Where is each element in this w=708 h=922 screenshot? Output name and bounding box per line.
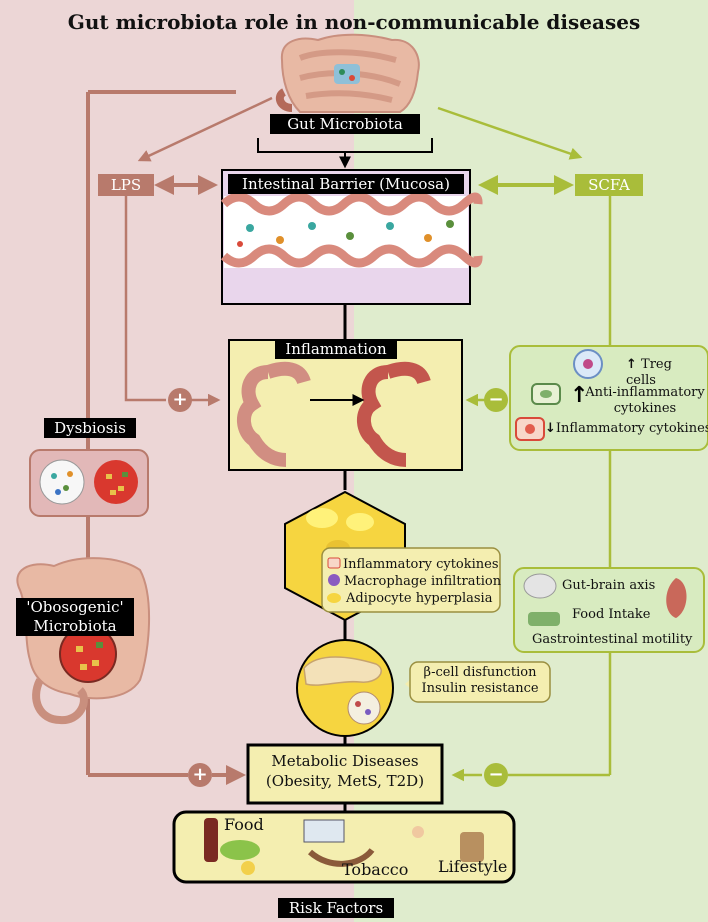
food-intake-text: Food Intake xyxy=(572,607,651,622)
minus-glyph-metabolic: − xyxy=(488,764,504,785)
dysbiosis-label: Dysbiosis xyxy=(44,418,136,438)
metabolic-diseases-label: Metabolic Diseases (Obesity, MetS, T2D) xyxy=(250,751,440,791)
pancreas-effects-text: β-cell disfunction Insulin resistance xyxy=(410,665,550,697)
intestinal-barrier-label: Intestinal Barrier (Mucosa) xyxy=(228,174,464,194)
minus-symbol-inflammation xyxy=(484,388,508,412)
pancreas-circle xyxy=(296,639,412,737)
minus-glyph-inflammation: − xyxy=(488,389,504,410)
plus-glyph-metabolic: + xyxy=(192,764,208,785)
lifestyle-label: Lifestyle xyxy=(438,857,508,876)
macrophage-text: Macrophage infiltration xyxy=(344,574,502,589)
anti-inflammatory-text: Anti-inflammatory cytokines xyxy=(584,385,706,417)
minus-symbol-metabolic xyxy=(484,763,508,787)
treg-row: ↑ Treg cells xyxy=(626,357,706,389)
gut-microbiota-label: Gut Microbiota xyxy=(270,114,420,134)
treg-text: Treg cells xyxy=(626,357,672,388)
beta-cell-text: β-cell disfunction xyxy=(423,665,537,680)
plus-symbol-metabolic xyxy=(188,763,212,787)
risk-factors-label: Risk Factors xyxy=(278,898,394,918)
plus-symbol-inflammation xyxy=(168,388,192,412)
gut-microbiota-bracket xyxy=(257,138,433,169)
scfa-effects-panel xyxy=(509,345,708,451)
lps-label: LPS xyxy=(98,174,154,196)
obesogenic-label-line2: Microbiota xyxy=(33,617,117,635)
gut-brain-panel xyxy=(513,567,705,653)
risk-factors-box xyxy=(172,810,516,884)
insulin-resistance-text: Insulin resistance xyxy=(421,681,539,696)
pancreas-effects-panel xyxy=(409,661,551,703)
plus-glyph-inflammation: + xyxy=(172,389,188,410)
tobacco-label: Tobacco xyxy=(342,860,409,879)
adipose-cytokines-text: Inflammatory cytokines xyxy=(343,557,499,572)
gut-illustration-top xyxy=(275,33,420,113)
anti-inflammatory-up-icon: ↑ xyxy=(570,383,589,408)
inflammation-box xyxy=(228,339,463,471)
anti-inflammatory-line2: cytokines xyxy=(613,401,677,416)
anti-inflammatory-line1: Anti-inflammatory xyxy=(585,385,705,400)
up-arrow-icon: ↑ xyxy=(626,357,637,372)
gut-brain-axis-text: Gut-brain axis xyxy=(562,578,656,593)
page-title: Gut microbiota role in non-communicable … xyxy=(67,10,641,34)
hyperplasia-text: Adipocyte hyperplasia xyxy=(346,591,493,606)
obesogenic-colon-illustration xyxy=(16,557,151,725)
dysbiosis-panel xyxy=(29,449,149,517)
food-label: Food xyxy=(224,815,264,834)
down-arrow-icon: ↓ xyxy=(545,421,556,436)
metabolic-line1: Metabolic Diseases xyxy=(271,752,419,770)
scfa-label: SCFA xyxy=(575,174,643,196)
inflammation-label: Inflammation xyxy=(275,339,397,359)
inflammatory-row: ↓Inflammatory cytokines xyxy=(545,421,708,437)
adipose-effects-panel xyxy=(321,547,501,613)
scfa-pathway-lines xyxy=(437,106,612,782)
obesogenic-microbiota-label: 'Obosogenic' Microbiota xyxy=(16,598,134,636)
metabolic-diseases-box xyxy=(246,743,444,805)
inflammatory-text: Inflammatory cytokines xyxy=(555,421,708,436)
gi-motility-text: Gastrointestinal motility xyxy=(532,632,693,647)
obesogenic-label-line1: 'Obosogenic' xyxy=(26,598,124,616)
metabolic-line2: (Obesity, MetS, T2D) xyxy=(265,772,425,790)
